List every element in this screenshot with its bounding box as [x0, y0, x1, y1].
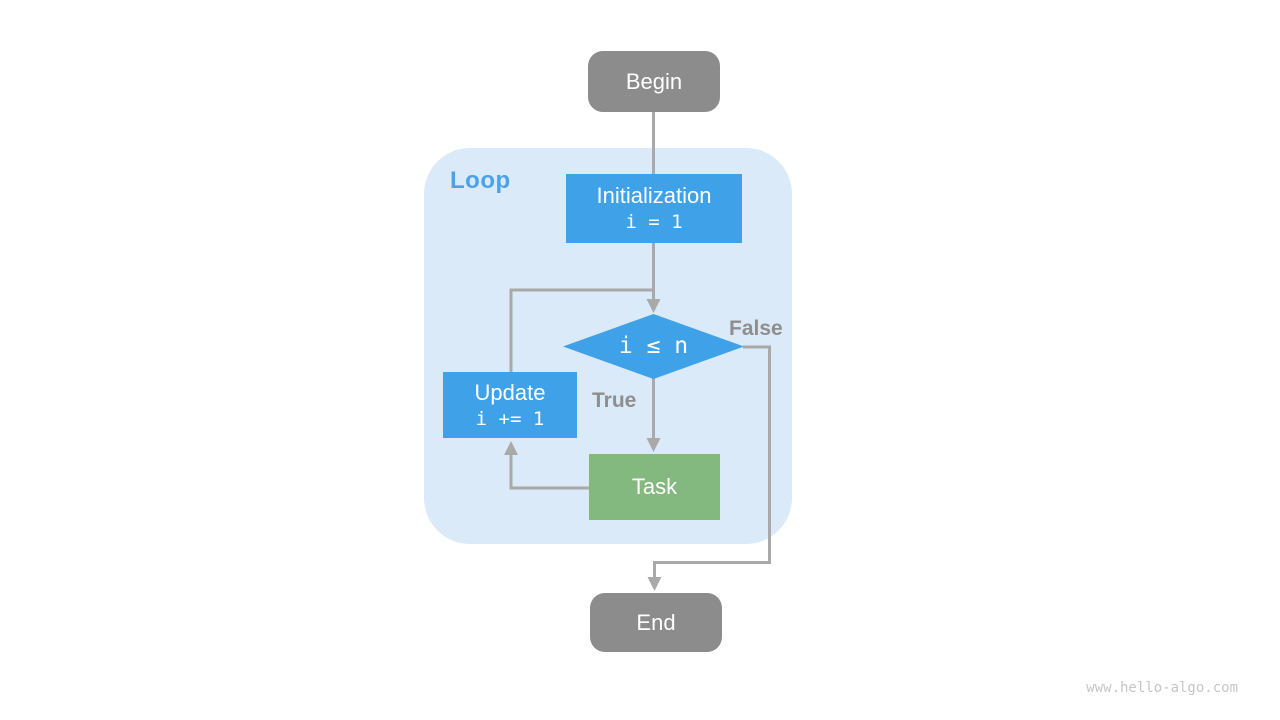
task-node: Task — [589, 454, 720, 520]
watermark-text: www.hello-algo.com — [1086, 680, 1238, 696]
arrowhead-condition — [646, 299, 661, 313]
end-node: End — [590, 593, 722, 652]
loop-label: Loop — [450, 167, 511, 194]
update-node-label: Update — [474, 379, 546, 405]
condition-diamond-code: i ≤ n — [618, 333, 689, 359]
true-edge-label: True — [592, 389, 637, 412]
arrowhead-update — [504, 441, 518, 455]
arrowhead-task — [646, 438, 661, 452]
begin-node-label: Begin — [625, 68, 683, 94]
initialization-node-code: i = 1 — [625, 211, 683, 233]
false-edge-label: False — [729, 317, 783, 340]
update-node: Update i += 1 — [443, 372, 577, 438]
task-node-label: Task — [631, 474, 678, 499]
begin-node: Begin — [588, 51, 720, 112]
end-node-label: End — [636, 609, 676, 635]
initialization-node: Initialization i = 1 — [566, 174, 742, 243]
edge-condition-to-end-false — [653, 345, 771, 578]
edge-task-to-update — [509, 454, 589, 490]
update-node-code: i += 1 — [475, 407, 545, 430]
edge-update-to-merge — [509, 288, 654, 373]
arrowhead-end — [647, 577, 662, 591]
initialization-node-label: Initialization — [596, 183, 712, 208]
